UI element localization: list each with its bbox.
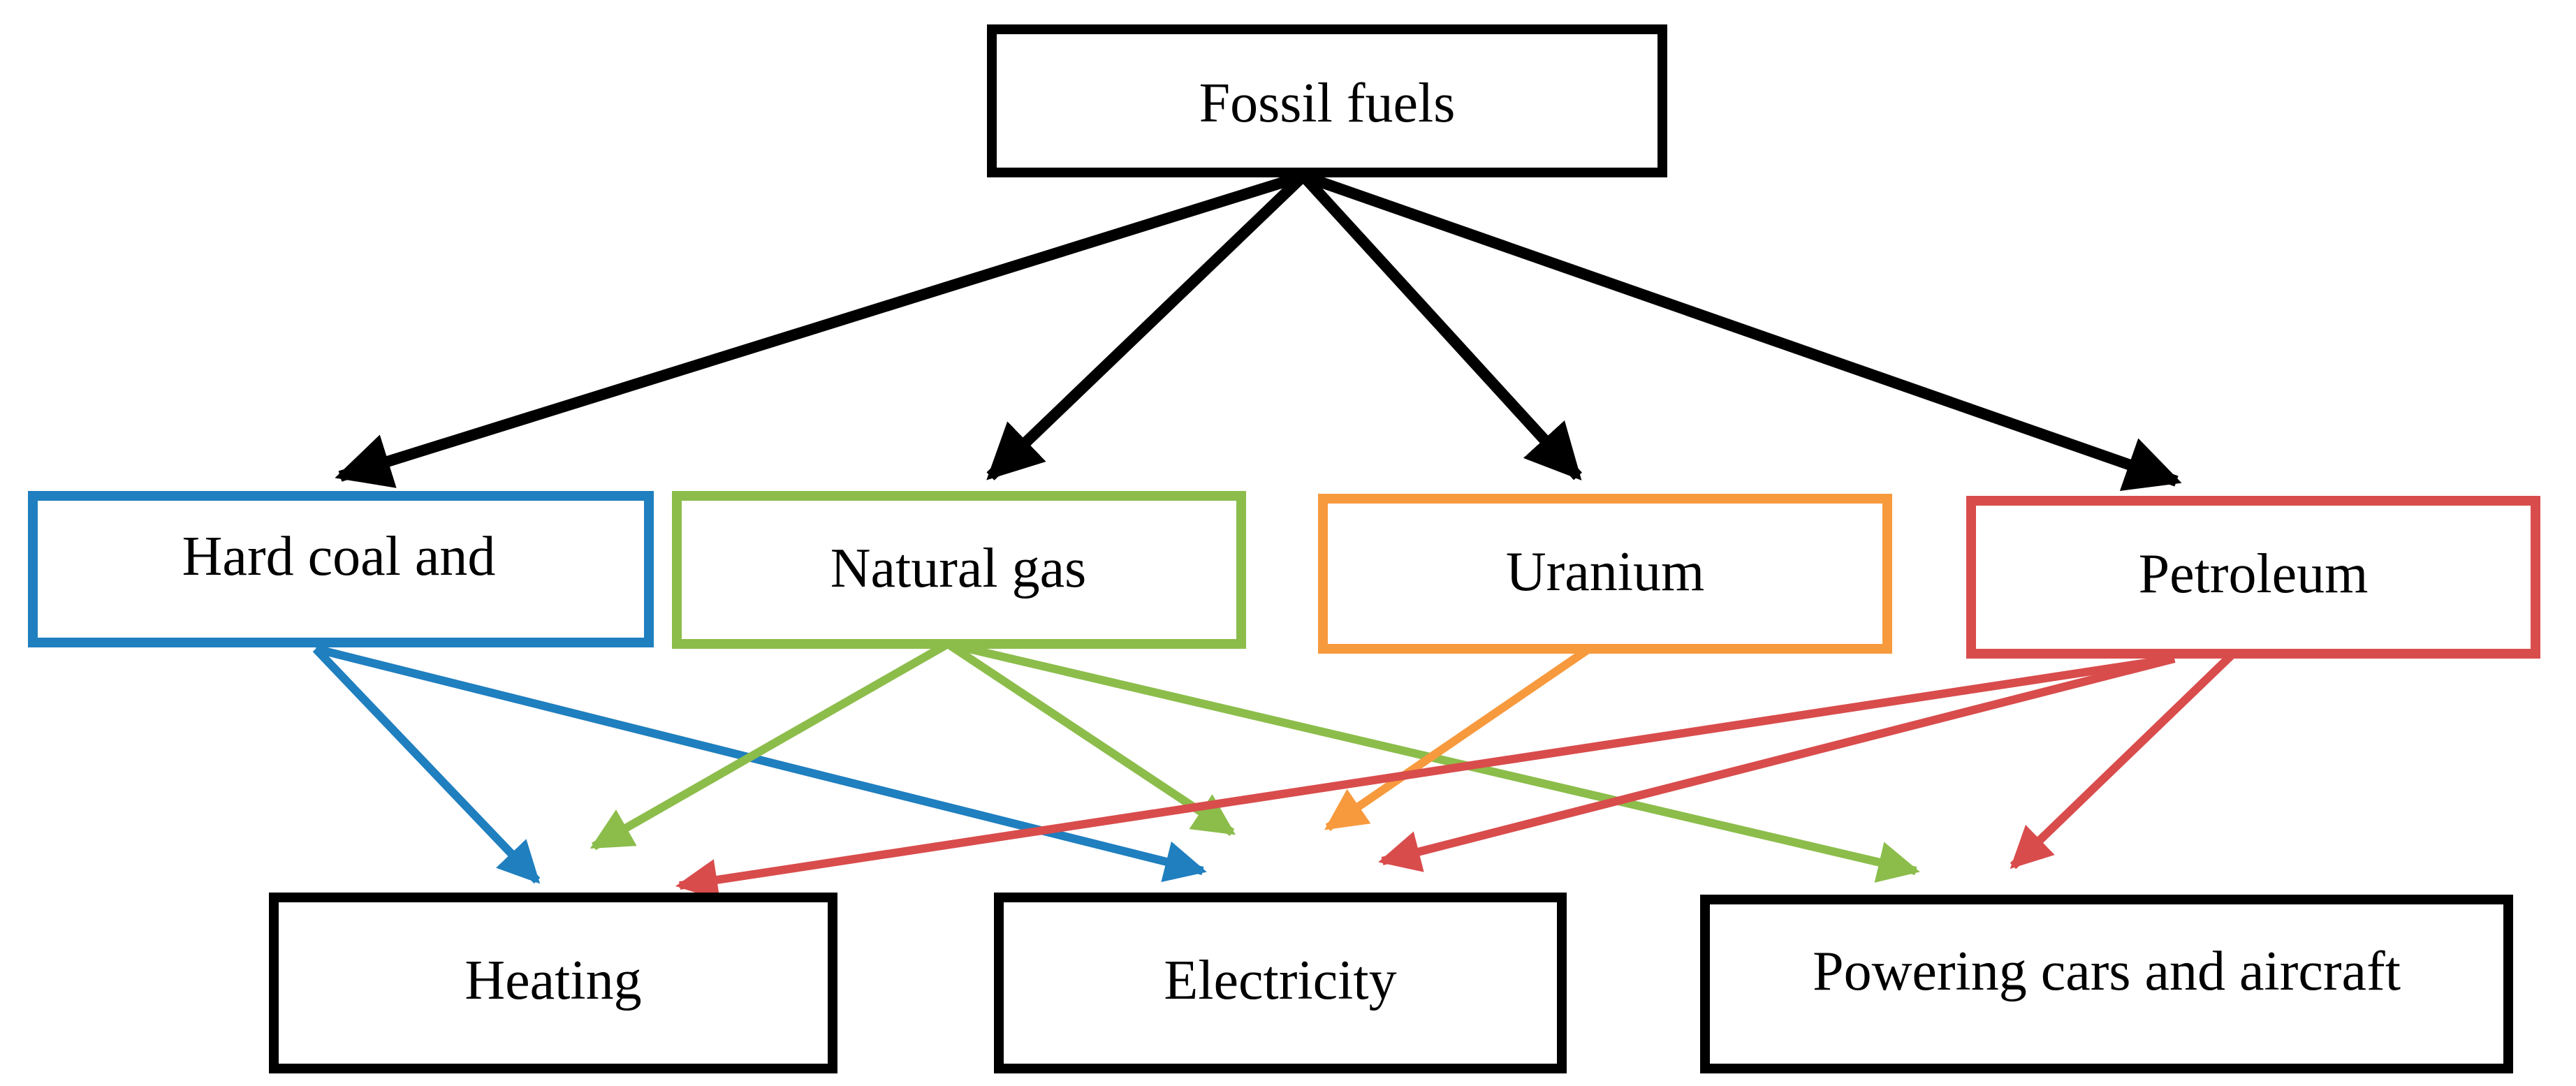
node-hard-coal: Hard coal and: [28, 491, 654, 647]
edge-uranium-to-electricity: [1324, 645, 1592, 831]
node-uranium-label: Uranium: [1506, 541, 1704, 603]
node-natural-gas: Natural gas: [672, 491, 1246, 649]
node-fossil-fuels-label: Fossil fuels: [1199, 73, 1456, 134]
node-natural-gas-label: Natural gas: [830, 538, 1087, 599]
node-electricity-label: Electricity: [1164, 950, 1396, 1011]
edge-coal-to-electricity: [314, 645, 1207, 882]
root-edges: [335, 170, 2182, 491]
edge-gas-to-electricity: [945, 640, 1236, 836]
node-petroleum: Petroleum: [1966, 496, 2540, 659]
edge-root-to-uranium: [1299, 172, 1582, 480]
node-heating: Heating: [269, 893, 837, 1073]
edge-root-to-gas: [986, 172, 1308, 480]
edge-petroleum-to-electricity: [1378, 654, 2176, 872]
node-fossil-fuels: Fossil fuels: [987, 24, 1667, 177]
edge-petroleum-to-powering: [2010, 650, 2237, 869]
node-powering-cars-aircraft-label: Powering cars and aircraft: [1813, 941, 2401, 1002]
use-edges: [312, 640, 2237, 901]
node-heating-label: Heating: [464, 950, 641, 1011]
node-petroleum-label: Petroleum: [2139, 543, 2369, 605]
edge-coal-to-heating: [312, 645, 541, 884]
node-uranium: Uranium: [1318, 494, 1892, 654]
edge-petroleum-to-heating: [675, 654, 2175, 901]
edge-root-to-coal: [335, 170, 1305, 488]
edge-gas-to-heating: [590, 640, 950, 851]
node-electricity: Electricity: [994, 893, 1567, 1073]
node-powering-cars-aircraft: Powering cars and aircraft: [1700, 895, 2513, 1073]
node-hard-coal-label: Hard coal and: [182, 526, 496, 587]
edge-root-to-petroleum: [1301, 170, 2182, 491]
